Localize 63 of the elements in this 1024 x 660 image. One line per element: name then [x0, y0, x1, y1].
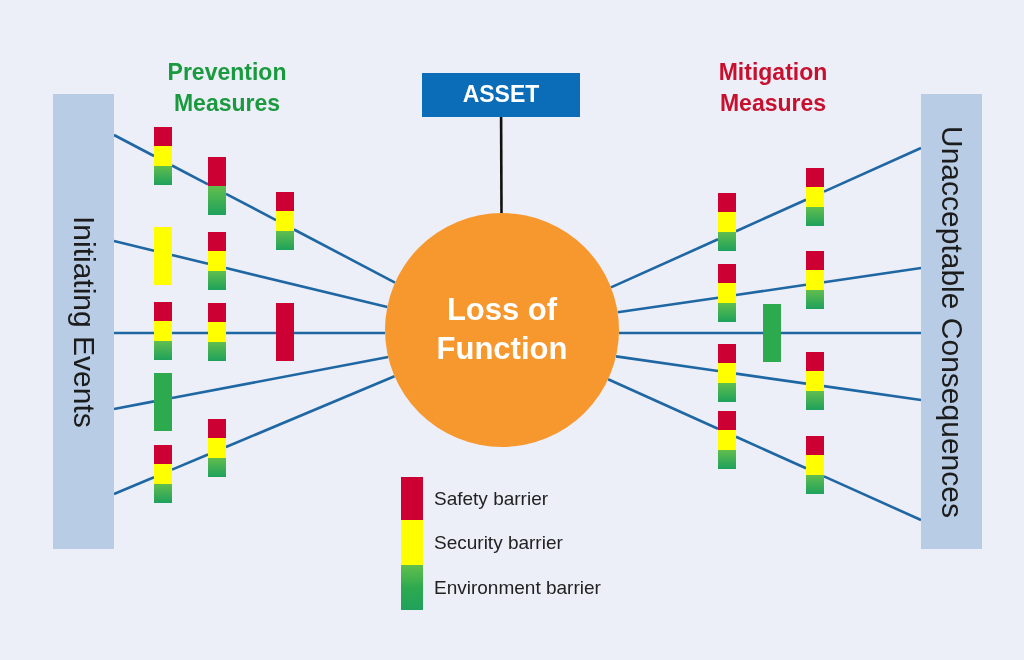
- barrier-bar: [806, 251, 824, 309]
- barrier-bar: [154, 227, 172, 285]
- connector-line: [113, 239, 155, 252]
- connector-line: [610, 238, 719, 289]
- barrier-bar: [806, 168, 824, 226]
- connector-line: [171, 453, 209, 471]
- barrier-bar: [154, 302, 172, 360]
- barrier-bar: [208, 232, 226, 290]
- barrier-bar: [276, 303, 294, 361]
- connector-line: [171, 253, 209, 265]
- legend-label: Environment barrier: [434, 575, 601, 600]
- barrier-bar: [806, 436, 824, 494]
- side-panel: [921, 94, 982, 549]
- connector-line: [172, 331, 208, 335]
- connector-line: [823, 146, 922, 193]
- connector-line: [293, 228, 396, 284]
- connector-line: [225, 192, 277, 222]
- side-panel: [53, 94, 114, 549]
- connector-line: [171, 355, 389, 400]
- connector-line: [823, 475, 922, 522]
- connector-line: [619, 331, 763, 335]
- connector-line: [499, 117, 503, 213]
- connector-line: [735, 435, 807, 470]
- barrier-bar: [806, 352, 824, 410]
- barrier-bar: [208, 303, 226, 361]
- barrier-bar: [154, 127, 172, 185]
- legend-label: Safety barrier: [434, 486, 549, 511]
- section-heading: Mitigation Measures: [717, 58, 829, 118]
- legend-label: Security barrier: [434, 530, 563, 555]
- connector-line: [617, 296, 719, 314]
- panel-label: Initiating Events: [68, 215, 99, 428]
- connector-line: [294, 331, 385, 335]
- connector-line: [225, 375, 395, 449]
- panel-label: Unacceptable Consequences: [936, 125, 967, 518]
- connector-line: [225, 266, 388, 309]
- connector-line: [615, 355, 719, 373]
- connector-line: [735, 283, 807, 297]
- label-box: [422, 73, 580, 117]
- connector-line: [781, 331, 921, 335]
- connector-line: [113, 400, 155, 411]
- barrier-bar: [208, 157, 226, 215]
- barrier-bar: [718, 344, 736, 402]
- barrier-bar: [276, 192, 294, 250]
- connector-line: [113, 476, 155, 496]
- barrier-bar: [718, 264, 736, 322]
- connector-line: [113, 133, 155, 158]
- barrier-bar: [154, 445, 172, 503]
- connector-line: [735, 198, 807, 233]
- connector-line: [607, 378, 719, 430]
- connector-line: [114, 331, 154, 335]
- barrier-bar: [718, 411, 736, 469]
- barrier-bar: [763, 304, 781, 362]
- connector-line: [226, 331, 276, 335]
- connector-line: [735, 372, 807, 385]
- connector-line: [823, 266, 922, 284]
- barrier-bar: [718, 193, 736, 251]
- section-heading: Prevention Measures: [166, 58, 288, 118]
- barrier-bar: [154, 373, 172, 431]
- circle-label: Loss of Function: [435, 291, 569, 368]
- barrier-bar: [208, 419, 226, 477]
- connector-line: [171, 164, 209, 186]
- connector-line: [823, 384, 922, 402]
- box-label: ASSET: [462, 82, 540, 108]
